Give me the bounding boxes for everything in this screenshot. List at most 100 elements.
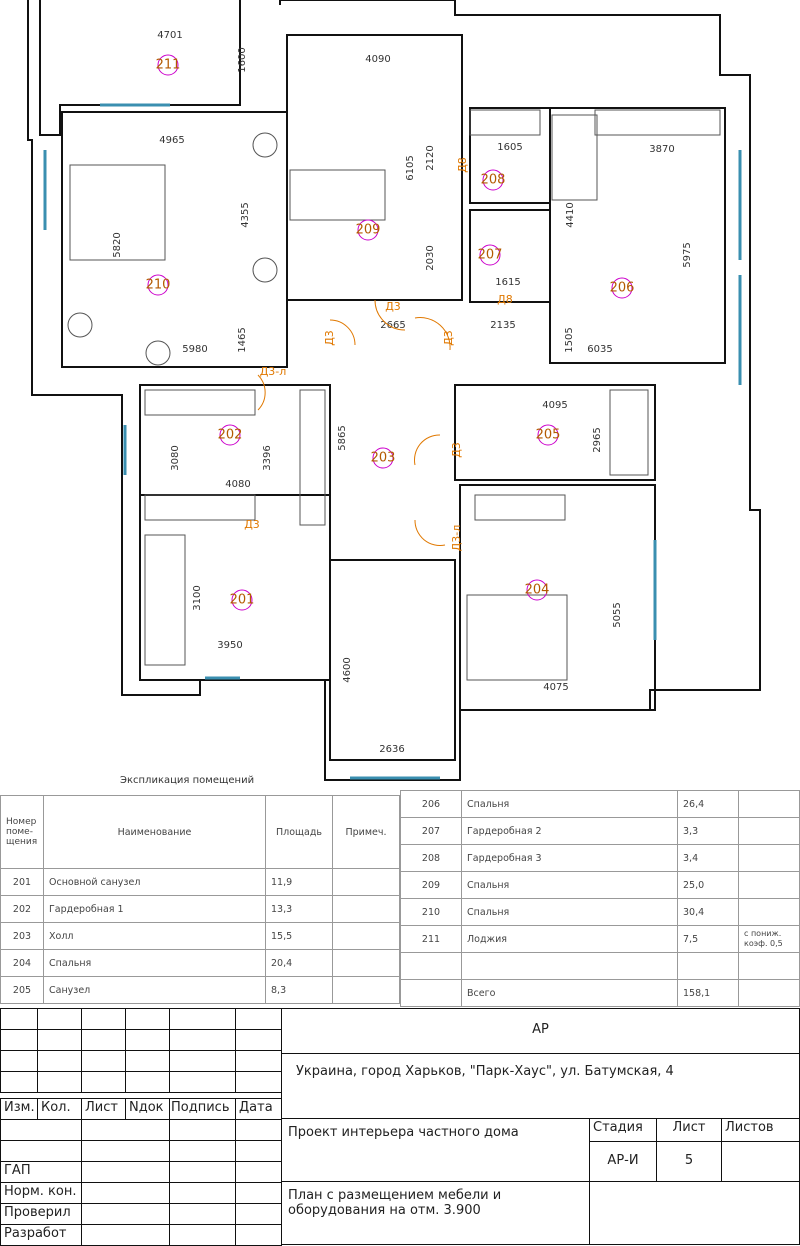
title-block: Изм. Кол. Лист Nдок Подпись Дата ГАП Нор…: [0, 1008, 800, 1246]
room-label: 209: [356, 223, 381, 238]
col-header: Кол.: [37, 1098, 82, 1120]
room-label: 207: [478, 248, 503, 263]
sheet-label: Лист: [656, 1118, 722, 1142]
stage-label: Стадия: [589, 1118, 657, 1142]
dimension: 5820: [112, 232, 123, 257]
dimension: 6035: [587, 344, 612, 355]
dimension: 3870: [649, 144, 674, 155]
dimension: 2965: [592, 427, 603, 452]
dimension: 5055: [612, 602, 623, 627]
col-header: Лист: [81, 1098, 126, 1120]
room-label: 211: [156, 58, 181, 73]
sheets-value: [721, 1141, 800, 1182]
col-header: Изм.: [0, 1098, 38, 1120]
stair: [329, 559, 456, 761]
door-tag: Д3: [385, 300, 401, 313]
room-label: 203: [371, 451, 396, 466]
dimension: 4095: [542, 400, 567, 411]
dimension: 1605: [497, 142, 522, 153]
header-name: Наименование: [43, 795, 266, 869]
dimension: 6105: [405, 155, 416, 180]
dimension: 2665: [380, 320, 405, 331]
col-header: Дата: [235, 1098, 282, 1120]
dimension: 4600: [342, 657, 353, 682]
room-label: 205: [536, 428, 561, 443]
dimension: 5975: [682, 242, 693, 267]
sheets-label: Листов: [721, 1118, 800, 1142]
sheet-value: 5: [656, 1141, 722, 1182]
role-label: Норм. кон.: [0, 1182, 82, 1204]
door-tag: Д3: [450, 442, 463, 458]
dimension: 2135: [490, 320, 515, 331]
room-206-outline: [549, 107, 726, 364]
dimension: 4075: [543, 682, 568, 693]
room-201-outline: [139, 494, 331, 681]
door-tag: Д8: [456, 157, 469, 173]
project-code: АР: [281, 1008, 800, 1054]
dimension: 1600: [237, 47, 248, 72]
outer-wall: [27, 0, 761, 781]
room-label: 202: [218, 428, 243, 443]
dimension: 3100: [192, 585, 203, 610]
room-208-outline: [469, 107, 551, 204]
room-204-outline: [459, 484, 656, 711]
dimension: 2120: [425, 145, 436, 170]
explication-table-left: Номер поме-щения Наименование Площадь Пр…: [0, 795, 400, 1004]
dimension: 3396: [262, 445, 273, 470]
dimension: 4965: [159, 135, 184, 146]
room-label: 210: [146, 278, 171, 293]
dimension: 1505: [564, 327, 575, 352]
dimension: 5980: [182, 344, 207, 355]
dimension: 4090: [365, 54, 390, 65]
header-num: Номер поме-щения: [0, 795, 44, 869]
dimension: 1465: [237, 327, 248, 352]
door-tag: Д3-л: [260, 365, 287, 378]
door-tag: Д3: [244, 518, 260, 531]
col-header: Подпись: [169, 1098, 236, 1120]
floor-plan: 211 210 209 208 207 206 202 203 205 201 …: [27, 0, 761, 781]
dimension: 5865: [337, 425, 348, 450]
header-note: Примеч.: [332, 795, 400, 869]
door-tag: Д3: [323, 330, 336, 346]
dimension: 3080: [170, 445, 181, 470]
sheet-title: План с размещением мебели и оборудования…: [281, 1181, 590, 1245]
address: Украина, город Харьков, "Парк-Хаус", ул.…: [281, 1053, 800, 1119]
room-label: 206: [610, 281, 635, 296]
dimension: 1615: [495, 277, 520, 288]
stage-value: АР-И: [589, 1141, 657, 1182]
dimension: 4080: [225, 479, 250, 490]
dimension: 4410: [565, 202, 576, 227]
role-label: Разработ: [0, 1224, 82, 1246]
table-row: [400, 952, 800, 980]
dimension: 2636: [379, 744, 404, 755]
room-205-outline: [454, 384, 656, 481]
door-tag: Д8: [497, 293, 513, 306]
room-label: 204: [525, 583, 550, 598]
role-label: Проверил: [0, 1203, 82, 1225]
dimension: 4701: [157, 30, 182, 41]
explication-caption: Экспликация помещений: [120, 775, 255, 786]
dimension: 4355: [240, 202, 251, 227]
role-label: ГАП: [0, 1161, 82, 1183]
room-210-outline: [61, 111, 288, 368]
door-tag: Д3-л: [450, 525, 463, 552]
col-header: Nдок: [125, 1098, 170, 1120]
project-title: Проект интерьера частного дома: [281, 1118, 590, 1182]
header-area: Площадь: [265, 795, 333, 869]
room-label: 201: [230, 593, 255, 608]
room-label: 208: [481, 173, 506, 188]
dimension: 2030: [425, 245, 436, 270]
